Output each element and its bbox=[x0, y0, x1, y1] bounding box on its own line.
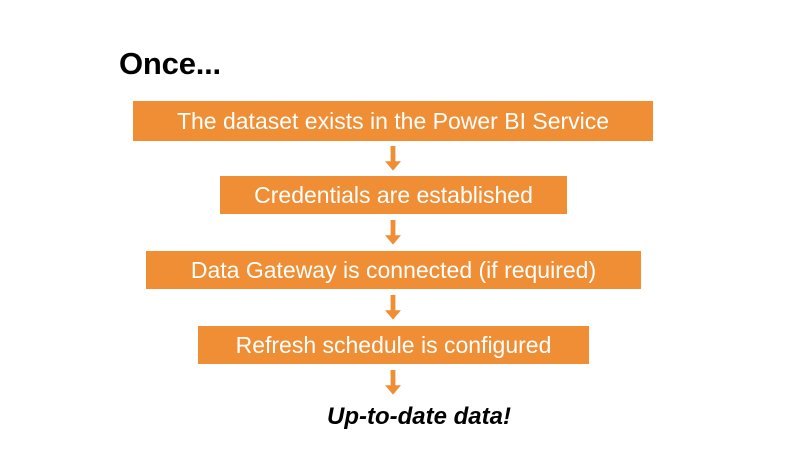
page-title: Once... bbox=[119, 46, 221, 81]
flow-step-label: Refresh schedule is configured bbox=[235, 331, 552, 358]
flow-step-refresh-schedule-configured[interactable]: Refresh schedule is configured bbox=[198, 326, 589, 364]
flow-step-dataset-exists[interactable]: The dataset exists in the Power BI Servi… bbox=[133, 101, 653, 141]
flow-step-label: Data Gateway is connected (if required) bbox=[190, 256, 597, 283]
flow-step-outcome: Up-to-date data! bbox=[0, 402, 810, 432]
flow-step-credentials-established[interactable]: Credentials are established bbox=[220, 176, 567, 214]
flow-step-label: The dataset exists in the Power BI Servi… bbox=[176, 107, 610, 134]
arrow-down-icon bbox=[380, 370, 406, 396]
flow-step-label: Up-to-date data! bbox=[327, 403, 511, 430]
flow-step-label: Credentials are established bbox=[254, 181, 533, 208]
flow-step-data-gateway-connected[interactable]: Data Gateway is connected (if required) bbox=[146, 251, 641, 289]
arrow-down-icon bbox=[380, 220, 406, 246]
arrow-down-icon bbox=[380, 295, 406, 321]
arrow-down-icon bbox=[380, 146, 406, 172]
